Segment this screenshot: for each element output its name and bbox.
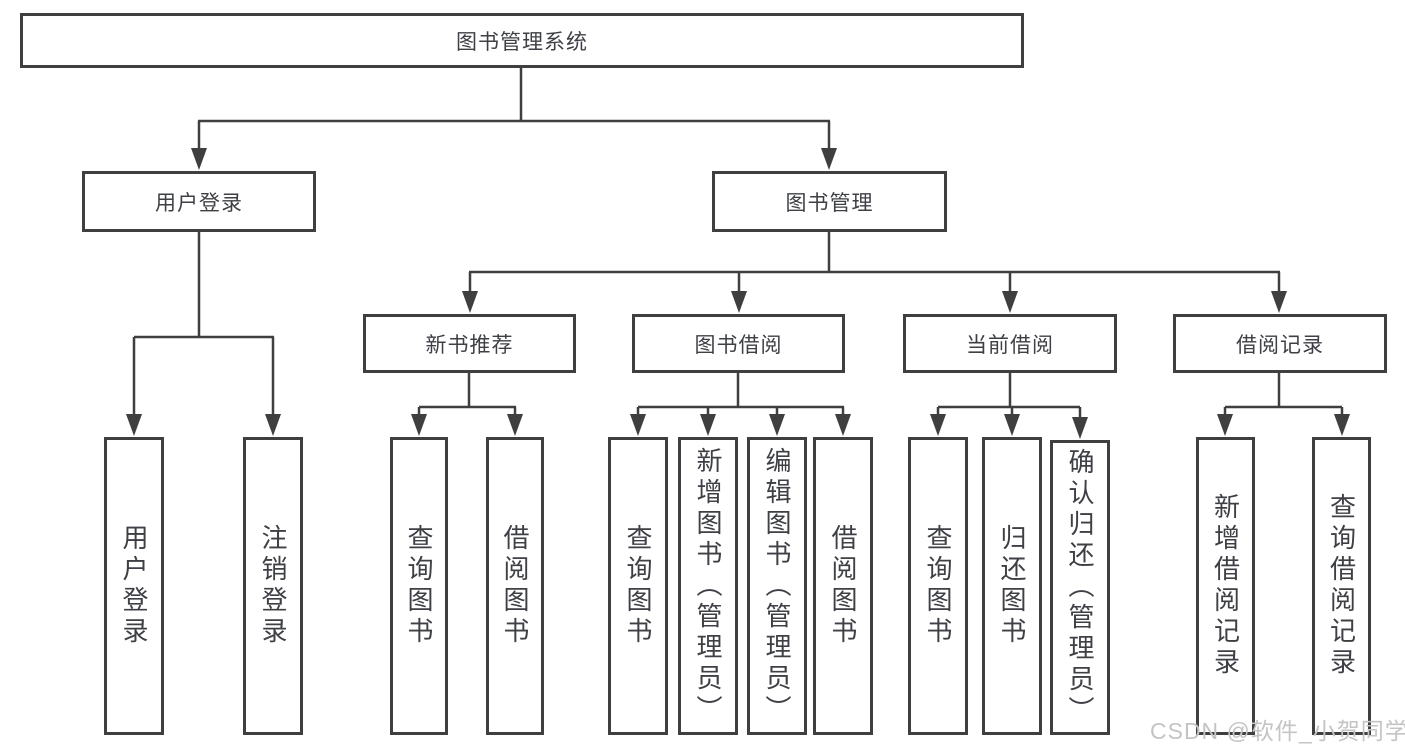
leaf-return-book-label: 归还图书 — [997, 524, 1027, 648]
leaf-query-book-1-label: 查询图书 — [404, 524, 434, 648]
connector-book-mgmt-to-children — [462, 232, 1287, 313]
node-book-borrow-label: 图书借阅 — [694, 333, 783, 357]
node-root-label: 图书管理系统 — [456, 30, 588, 54]
leaf-add-borrow-record-label: 新增借阅记录 — [1210, 493, 1241, 679]
leaf-query-borrow-record: 查询借阅记录 — [1312, 437, 1371, 735]
leaf-borrow-book-2: 借阅图书 — [813, 437, 873, 735]
node-current-borrow: 当前借阅 — [903, 314, 1117, 373]
leaf-borrow-book-2-label: 借阅图书 — [828, 524, 858, 648]
leaf-borrow-book-1: 借阅图书 — [486, 437, 544, 735]
leaf-query-book-3: 查询图书 — [908, 437, 968, 735]
node-book-mgmt-label: 图书管理 — [785, 191, 874, 215]
connector-book-borrow-to-children — [630, 373, 851, 436]
node-new-book-rec-label: 新书推荐 — [425, 333, 514, 357]
node-borrow-records-label: 借阅记录 — [1236, 333, 1324, 357]
leaf-edit-book-label: 编辑图书（管理员） — [762, 446, 792, 726]
leaf-confirm-return-label: 确认归还（管理员） — [1065, 448, 1095, 727]
connector-borrow-records-to-children — [1217, 373, 1350, 436]
node-user-login: 用户登录 — [82, 171, 316, 232]
leaf-add-book-label: 新增图书（管理员） — [693, 446, 723, 726]
leaf-confirm-return: 确认归还（管理员） — [1050, 440, 1110, 735]
connector-user-login-to-children — [126, 232, 281, 436]
leaf-borrow-book-1-label: 借阅图书 — [500, 524, 530, 648]
node-root: 图书管理系统 — [20, 13, 1024, 68]
connector-new-book-rec-to-children — [411, 373, 523, 436]
leaf-query-book-3-label: 查询图书 — [923, 524, 953, 648]
node-book-mgmt: 图书管理 — [712, 171, 947, 232]
leaf-query-book-1: 查询图书 — [390, 437, 448, 735]
leaf-user-login: 用户登录 — [104, 437, 164, 735]
leaf-query-borrow-record-label: 查询借阅记录 — [1326, 493, 1357, 679]
node-book-borrow: 图书借阅 — [632, 314, 845, 373]
leaf-add-book: 新增图书（管理员） — [678, 437, 738, 735]
node-user-login-label: 用户登录 — [155, 191, 243, 215]
node-borrow-records: 借阅记录 — [1173, 314, 1387, 373]
leaf-edit-book: 编辑图书（管理员） — [747, 437, 807, 735]
leaf-query-book-2: 查询图书 — [608, 437, 668, 735]
leaf-return-book: 归还图书 — [982, 437, 1042, 735]
node-new-book-rec: 新书推荐 — [363, 314, 576, 373]
connector-root-to-children — [191, 68, 837, 170]
watermark: CSDN @软件_小贺同学 — [1150, 718, 1405, 744]
leaf-logout: 注销登录 — [243, 437, 303, 735]
leaf-query-book-2-label: 查询图书 — [623, 524, 653, 648]
leaf-add-borrow-record: 新增借阅记录 — [1196, 437, 1255, 735]
connector-current-borrow-to-children — [930, 373, 1088, 439]
node-current-borrow-label: 当前借阅 — [966, 333, 1054, 357]
leaf-logout-label: 注销登录 — [258, 524, 288, 648]
leaf-user-login-label: 用户登录 — [119, 524, 149, 648]
